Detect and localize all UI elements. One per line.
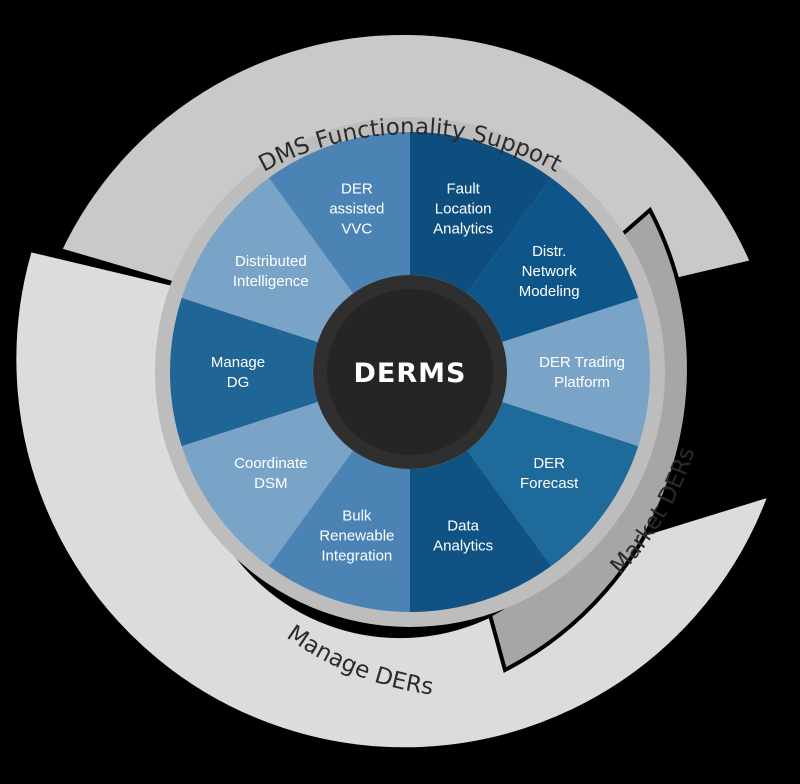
segment-label-line: DG	[227, 374, 250, 391]
segment-label-line: Platform	[554, 374, 610, 391]
segment-label-line: Network	[522, 263, 578, 280]
segment-label-line: Analytics	[433, 538, 493, 555]
segment-data-analytics	[410, 450, 552, 612]
hub-ring-inner	[327, 289, 493, 455]
segment-label-line: Forecast	[520, 475, 579, 492]
segment-label-line: DSM	[254, 475, 287, 492]
segment-label-der-forecast: DER Forecast	[520, 455, 579, 492]
segment-label-line: Analytics	[433, 220, 493, 237]
segment-label-line: DER	[341, 180, 373, 197]
derms-center-label: DERMS	[354, 358, 467, 389]
segment-label-line: Coordinate	[234, 455, 307, 472]
segment-label-line: DER	[533, 455, 565, 472]
segment-label-line: Data	[447, 518, 479, 535]
segment-distributed-intelligence	[181, 177, 353, 343]
segment-distr-network-modeling	[467, 177, 639, 343]
segment-fault-location-analytics	[410, 132, 552, 294]
segment-label-line: Location	[435, 200, 492, 217]
segment-der-forecast	[467, 401, 639, 567]
segment-bulk-renewable-integration	[268, 450, 410, 612]
segment-label-line: assisted	[329, 200, 384, 217]
segment-label-line: Fault	[446, 180, 480, 197]
segment-label-line: Integration	[321, 548, 392, 565]
segment-label-line: Distr.	[532, 243, 566, 260]
segment-label-line: Bulk	[342, 508, 372, 525]
segment-label-line: Manage	[211, 354, 265, 371]
segment-label-line: Distributed	[235, 253, 307, 270]
segment-manage-dg	[169, 297, 318, 447]
segment-coordinate-dsm	[181, 401, 353, 567]
segment-der-assisted-vvc	[268, 132, 410, 294]
segment-label-line: VVC	[341, 220, 372, 237]
segment-label-line: Intelligence	[233, 273, 309, 290]
segment-der-trading-platform	[502, 297, 650, 447]
segment-label-line: DER Trading	[539, 354, 625, 371]
segment-label-line: Renewable	[319, 528, 394, 545]
segment-label-line: Modeling	[519, 283, 580, 300]
